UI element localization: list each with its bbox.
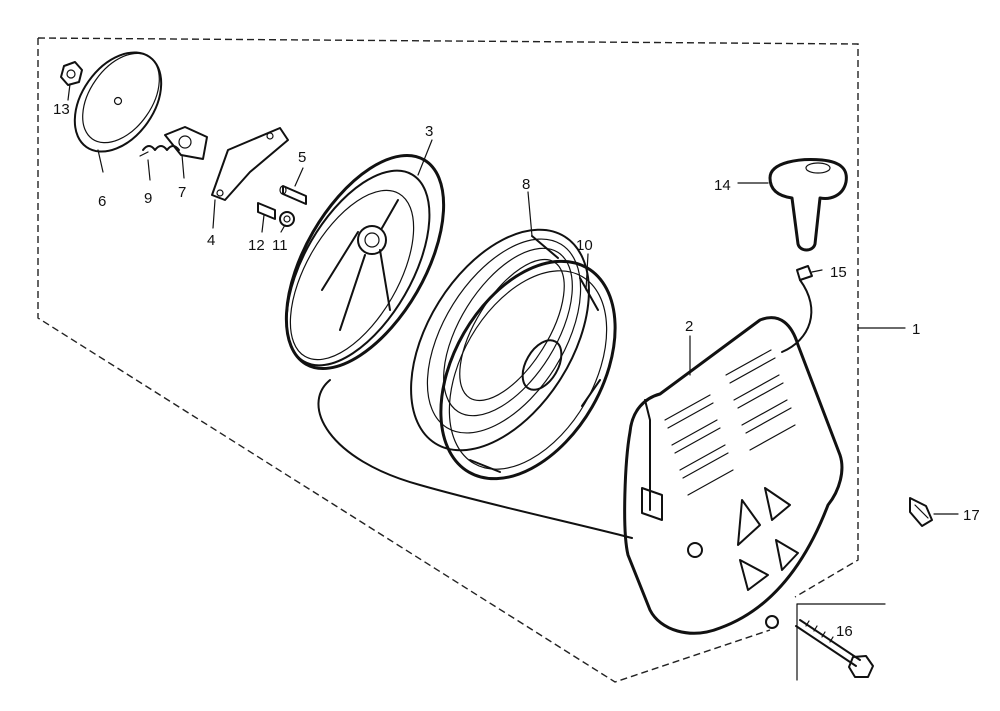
- callout-12: 12: [248, 237, 265, 254]
- callout-7: 7: [178, 184, 186, 201]
- callout-15: 15: [830, 264, 847, 281]
- starter-rope: [317, 279, 813, 539]
- bolt-part-17: [909, 497, 933, 527]
- spring-part: [139, 145, 180, 157]
- callout-4: 4: [207, 232, 215, 249]
- callout-8: 8: [522, 176, 530, 193]
- bolt-part-16: [795, 619, 874, 678]
- callout-1: 1: [912, 321, 920, 338]
- starter-grip-part: [768, 158, 848, 252]
- leader-lines: [67, 83, 959, 681]
- callout-9: 9: [144, 190, 152, 207]
- starter-case-part: [623, 316, 844, 635]
- pin-part: [279, 185, 307, 205]
- callout-labels: 1 2 3 4 5 6 7 8 9 10 11 12 13 14 15 16 1…: [53, 101, 980, 640]
- callout-13: 13: [53, 101, 70, 118]
- rope-stopper-part: [796, 265, 813, 281]
- callout-5: 5: [298, 149, 306, 166]
- washer-part: [279, 211, 295, 227]
- callout-2: 2: [685, 318, 693, 335]
- pin-part-12: [257, 202, 276, 220]
- callout-17: 17: [963, 507, 980, 524]
- pawl-part: [211, 127, 289, 201]
- callout-6: 6: [98, 193, 106, 210]
- callout-14: 14: [714, 177, 731, 194]
- reel-part: [284, 153, 446, 371]
- callout-11: 11: [272, 237, 288, 254]
- callout-3: 3: [425, 123, 433, 140]
- callout-16: 16: [836, 623, 853, 640]
- nut-part: [60, 61, 83, 86]
- plate-part: [73, 51, 163, 153]
- assembly-boundary: [37, 37, 859, 683]
- ratchet-part: [164, 126, 208, 160]
- callout-10: 10: [576, 237, 593, 254]
